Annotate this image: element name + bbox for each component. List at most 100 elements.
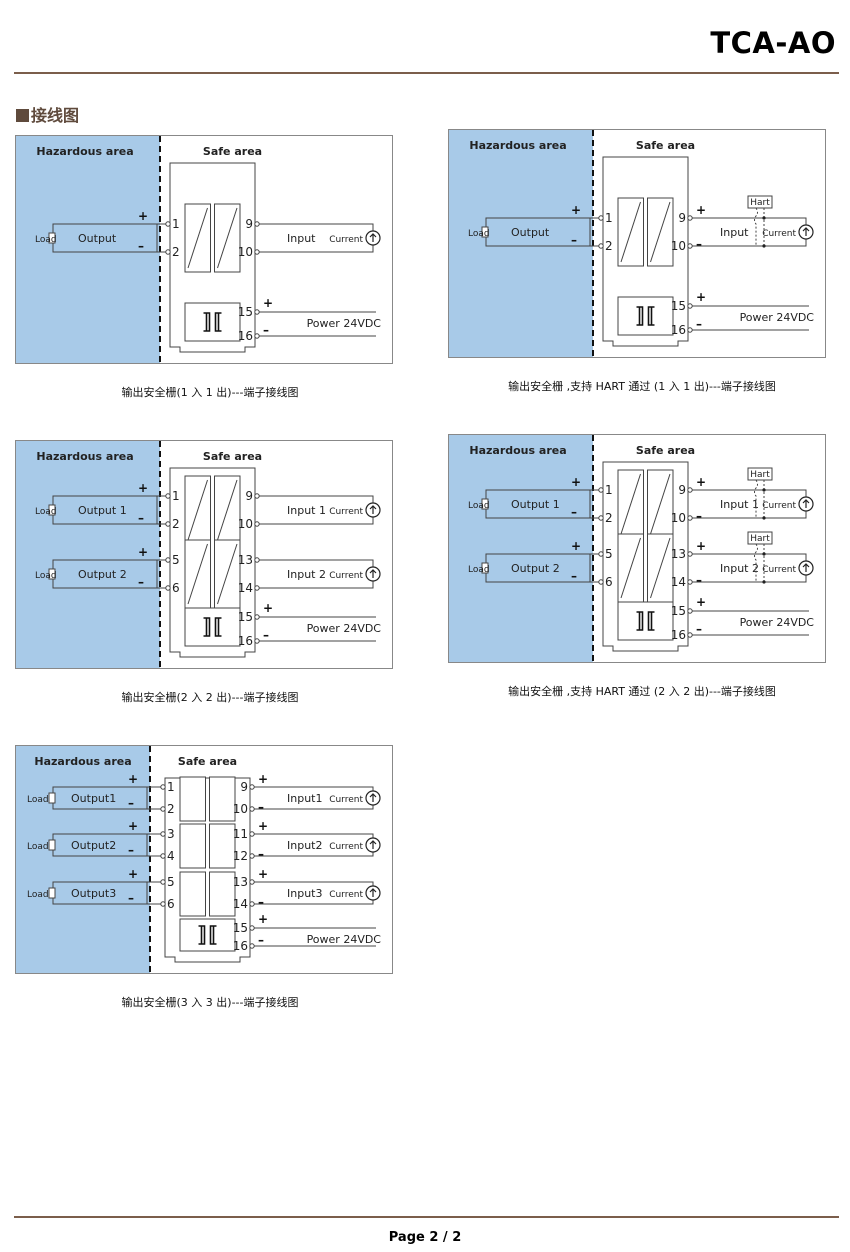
minus-sign: – <box>696 622 702 636</box>
terminal-number: 9 <box>678 211 686 225</box>
terminal-icon <box>687 632 693 638</box>
terminal-number: 2 <box>172 245 180 259</box>
transformer-icon <box>203 312 222 332</box>
safe-area-label: Safe area <box>203 145 262 158</box>
output-label: Output <box>511 226 550 239</box>
hart-label: Hart <box>750 534 770 544</box>
hart-link <box>754 543 758 582</box>
terminal-icon <box>254 333 260 339</box>
terminal-number: 16 <box>671 628 686 642</box>
terminal-number: 16 <box>233 939 248 953</box>
plus-sign: + <box>571 203 581 217</box>
terminal-number: 3 <box>167 827 175 841</box>
minus-sign: – <box>128 796 134 810</box>
output-label: Output2 <box>71 839 116 852</box>
junction-dot <box>762 516 766 520</box>
section-heading-text: 接线图 <box>31 106 80 125</box>
current-label: Current <box>762 565 796 575</box>
terminal-number: 5 <box>167 875 175 889</box>
terminal-number: 15 <box>238 610 253 624</box>
current-label: Current <box>329 842 363 852</box>
terminal-icon <box>165 557 171 563</box>
terminal-icon <box>687 579 693 585</box>
hazardous-area-fill <box>449 435 593 662</box>
terminal-icon <box>165 221 171 227</box>
transformer-icon <box>203 617 222 637</box>
terminal-number: 15 <box>238 305 253 319</box>
minus-sign: – <box>696 317 702 331</box>
terminal-icon <box>249 831 255 837</box>
isolation-slant <box>620 201 641 263</box>
terminal-icon <box>687 303 693 309</box>
transformer-icon <box>636 611 655 631</box>
current-arrow-icon <box>369 233 377 242</box>
input-label: Input <box>720 226 749 239</box>
plus-sign: + <box>696 203 706 217</box>
plus-sign: + <box>263 601 273 615</box>
current-arrow-icon <box>369 569 377 578</box>
power-label: Power 24VDC <box>307 622 382 635</box>
terminal-icon <box>254 493 260 499</box>
minus-sign: – <box>263 323 269 337</box>
terminal-number: 1 <box>605 483 613 497</box>
plus-sign: + <box>128 819 138 833</box>
terminal-icon <box>249 901 255 907</box>
load-icon <box>48 839 56 851</box>
terminal-icon <box>254 557 260 563</box>
wire <box>692 239 807 247</box>
power-label: Power 24VDC <box>740 616 815 629</box>
terminal-number: 1 <box>172 217 180 231</box>
diagram-caption: 输出安全栅(3 入 3 出)---端子接线图 <box>121 996 299 1009</box>
terminal-icon <box>598 215 604 221</box>
hart-label: Hart <box>750 470 770 480</box>
plus-sign: + <box>263 296 273 310</box>
isolation-slant <box>187 543 208 605</box>
isolation-block-left <box>179 823 206 869</box>
load-icon <box>48 887 56 899</box>
output-label: Output 2 <box>511 562 560 575</box>
wire <box>692 575 807 583</box>
plus-sign: + <box>571 475 581 489</box>
footer-rule <box>14 1216 839 1218</box>
terminal-number: 4 <box>167 849 175 863</box>
isolation-slant <box>217 543 238 605</box>
terminal-icon <box>687 327 693 333</box>
minus-sign: – <box>138 239 144 253</box>
minus-sign: – <box>128 891 134 905</box>
input-label: Input 2 <box>287 568 326 581</box>
load-icon <box>481 562 489 574</box>
terminal-number: 9 <box>240 780 248 794</box>
input-label: Input 1 <box>287 504 326 517</box>
model-title: TCA-AO <box>710 26 836 60</box>
current-label: Current <box>329 571 363 581</box>
wire <box>254 852 374 857</box>
plus-sign: + <box>258 912 268 926</box>
terminal-icon <box>254 638 260 644</box>
input-label: Input2 <box>287 839 322 852</box>
terminal-number: 15 <box>671 604 686 618</box>
terminal-number: 1 <box>605 211 613 225</box>
wire <box>254 881 374 886</box>
terminal-number: 16 <box>671 323 686 337</box>
terminal-number: 16 <box>238 634 253 648</box>
isolation-slant <box>620 537 641 599</box>
minus-sign: – <box>258 800 264 814</box>
wire <box>692 489 807 497</box>
plus-sign: + <box>138 481 148 495</box>
current-label: Current <box>762 501 796 511</box>
hazardous-area-label: Hazardous area <box>36 145 133 158</box>
hart-box <box>747 467 773 481</box>
current-label: Current <box>329 795 363 805</box>
minus-sign: – <box>258 933 264 947</box>
terminal-number: 15 <box>671 299 686 313</box>
load-label: Load <box>27 795 49 805</box>
load-label: Load <box>27 842 49 852</box>
terminal-icon <box>249 806 255 812</box>
section-heading: 接线图 <box>16 102 79 126</box>
terminal-icon <box>254 585 260 591</box>
terminal-icon <box>687 608 693 614</box>
load-label: Load <box>35 571 57 581</box>
